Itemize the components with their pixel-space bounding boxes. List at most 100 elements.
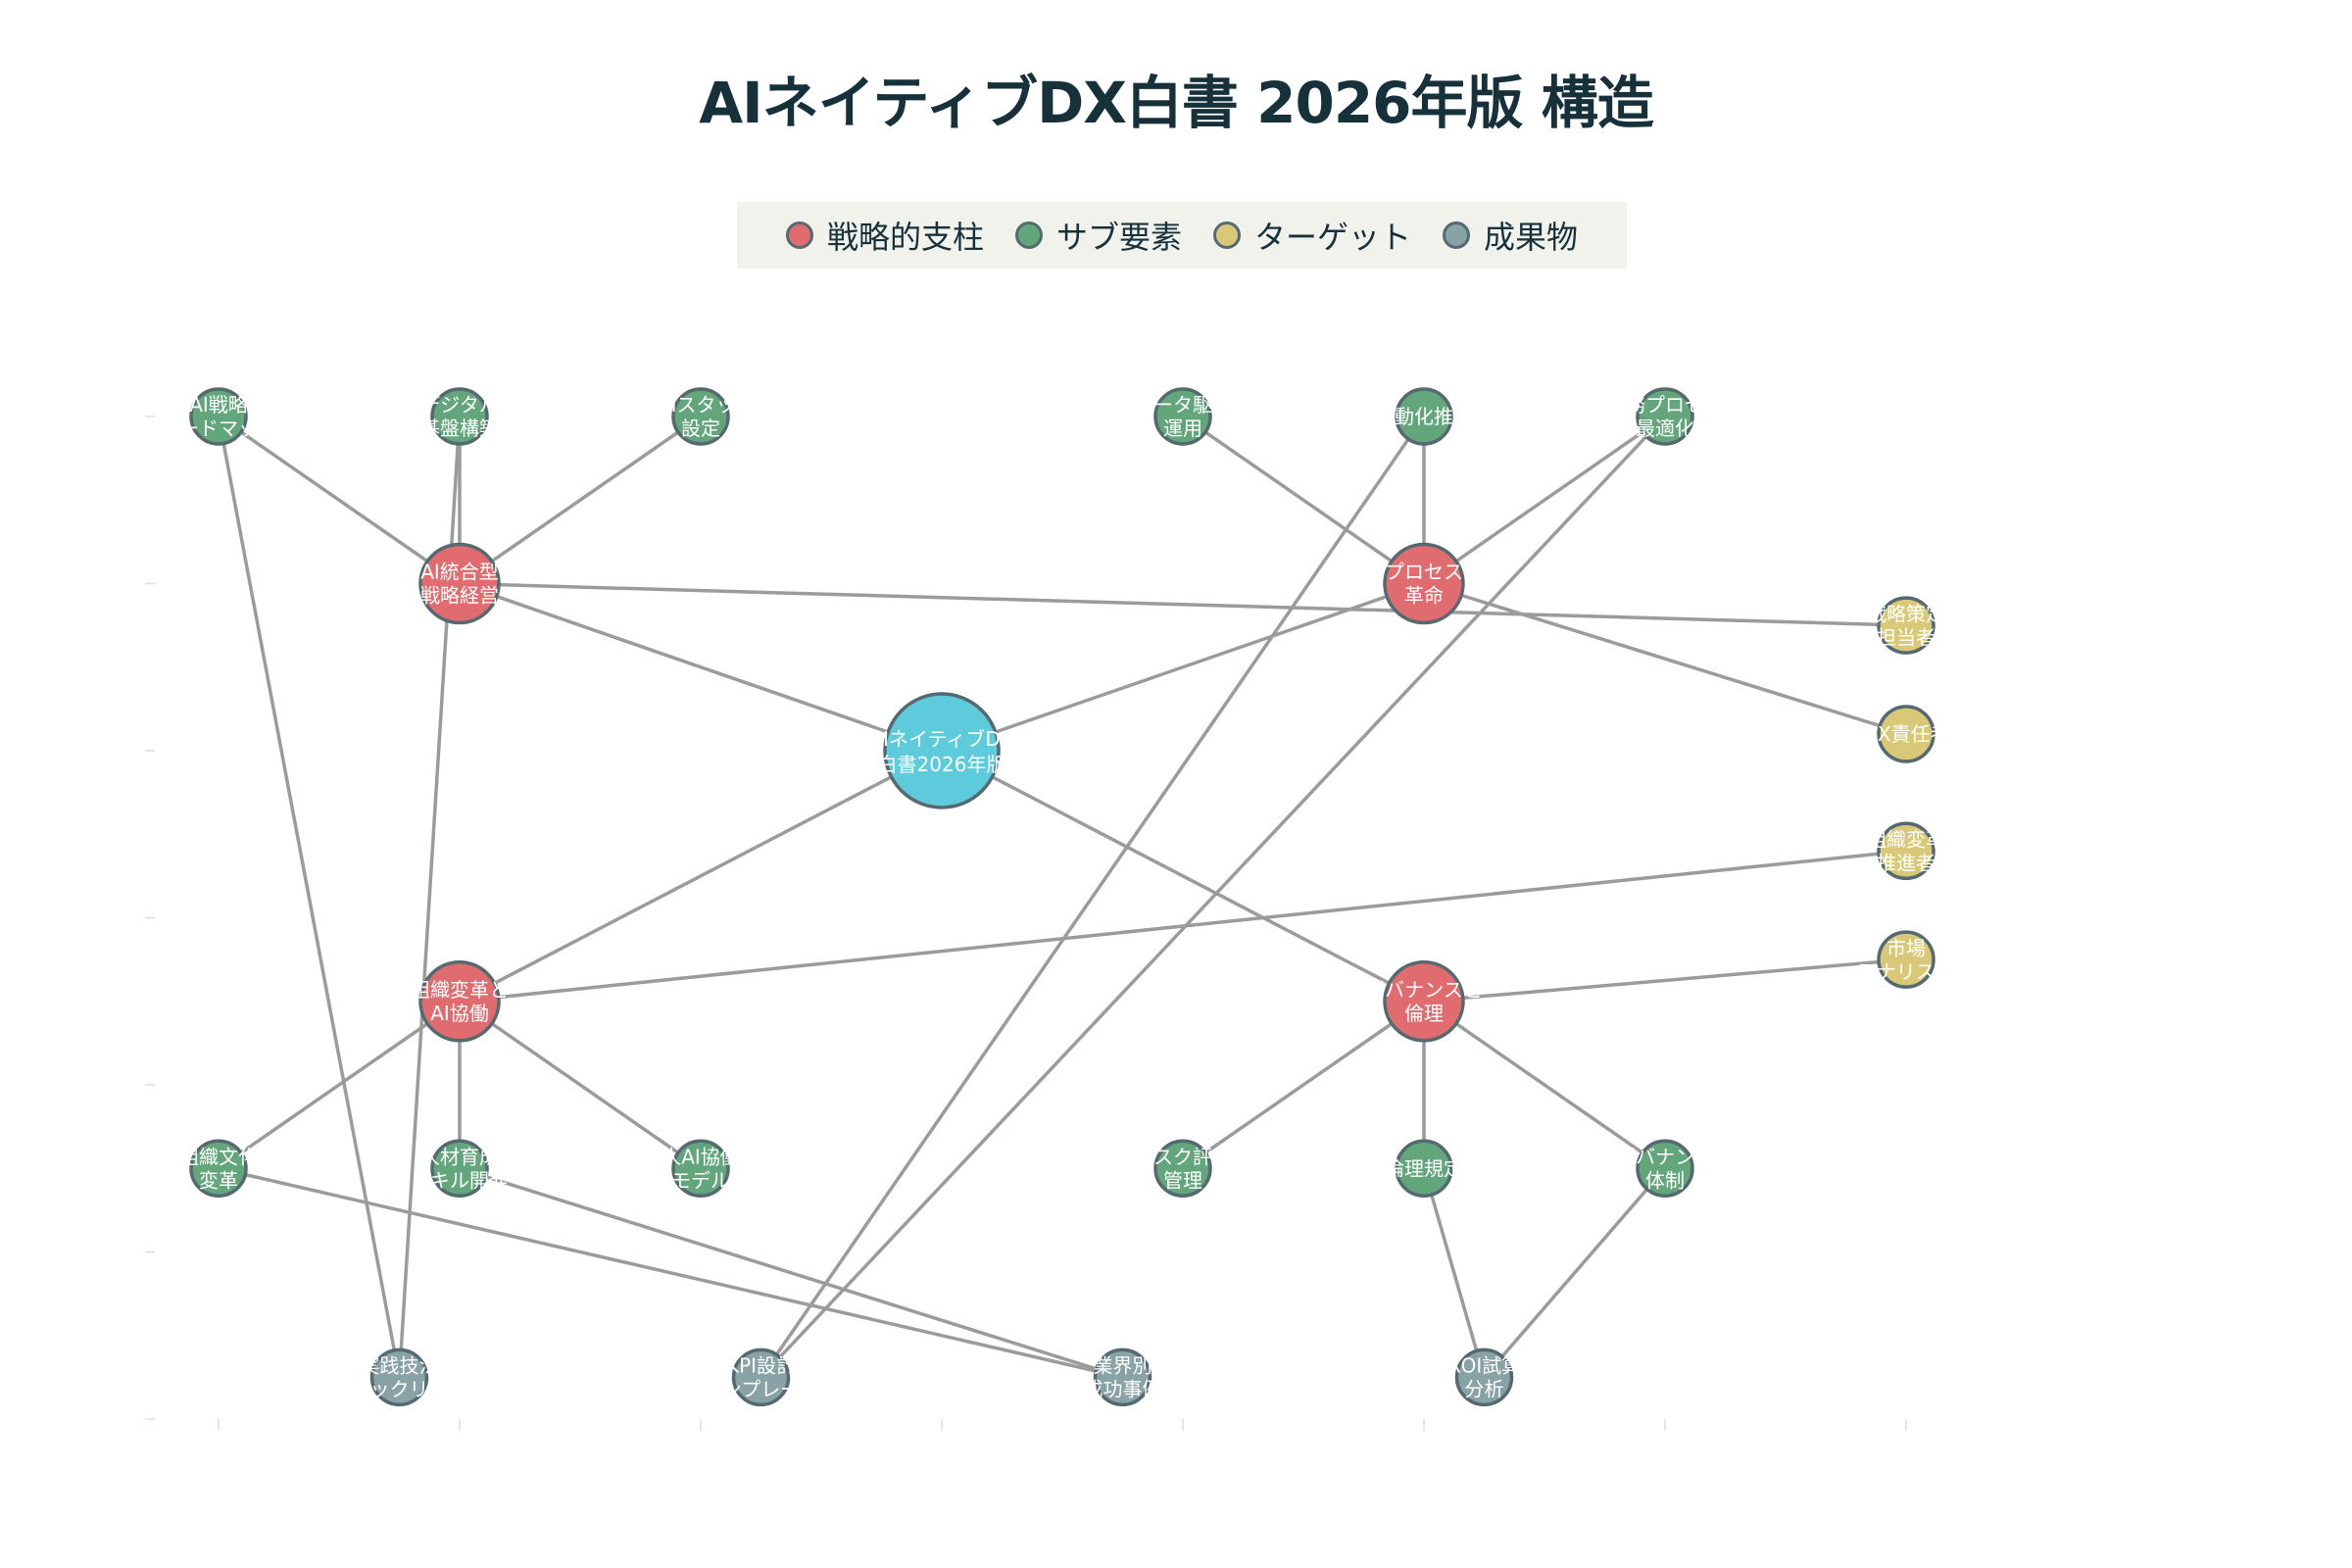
- node-label: 担当者: [1877, 625, 1936, 649]
- edge-p1-t1: [459, 581, 1907, 627]
- node-circle: [671, 387, 730, 446]
- node-label: 自動化推進: [1375, 405, 1473, 428]
- node-label: デジタル: [420, 393, 499, 416]
- node-label: リスク評価: [1134, 1145, 1232, 1168]
- legend-item-deliverable[interactable]: 成果物: [1443, 213, 1578, 258]
- legend-label: 戦略的支柱: [826, 219, 984, 256]
- node-label: 倫理規定: [1385, 1156, 1463, 1180]
- node-label: アナリスト: [1857, 959, 1955, 983]
- node-t2[interactable]: DX責任者: [1862, 705, 1950, 763]
- node-label: AI戦略: [189, 393, 248, 416]
- edge-p4-s10: [1182, 1000, 1425, 1170]
- node-circle: [1877, 930, 1936, 989]
- edge-s1-d1: [217, 416, 402, 1378]
- node-label: ロードマップ: [160, 416, 277, 440]
- edge-s11-d4: [1422, 1167, 1487, 1378]
- node-label: 変革: [199, 1168, 238, 1192]
- node-circle: [671, 1139, 730, 1198]
- node-circle: [1636, 1139, 1694, 1198]
- node-circle: [1877, 821, 1936, 881]
- legend-swatch-pillar: [785, 221, 813, 249]
- node-label: DX責任者: [1862, 722, 1949, 746]
- legend: 戦略的支柱 サブ要素 ターゲット 成果物: [737, 202, 1627, 269]
- edge-root-p1: [459, 581, 943, 753]
- edge-p3-s9: [459, 1000, 702, 1170]
- node-label: 市場: [1886, 936, 1926, 959]
- edge-root-p2: [941, 581, 1425, 753]
- node-label: 組織変革と: [411, 978, 509, 1002]
- node-label: 推進者: [1877, 852, 1936, 875]
- node-label: AIネイティブDX: [869, 727, 1013, 751]
- node-label: テンプレート: [703, 1378, 819, 1401]
- node-label: 基盤構築: [420, 416, 499, 440]
- edge-s6-d2: [760, 415, 1667, 1379]
- node-circle: [1877, 705, 1936, 763]
- node-label: 倫理: [1404, 1002, 1444, 1025]
- node-circle: [1383, 960, 1465, 1043]
- node-label: 実践技法: [361, 1354, 439, 1378]
- node-label: AI統合型: [420, 561, 499, 584]
- edge-s7-d3: [218, 1166, 1123, 1380]
- node-s11[interactable]: 倫理規定: [1385, 1139, 1463, 1198]
- node-label: 管理: [1163, 1168, 1202, 1192]
- node-label: 運用: [1163, 416, 1202, 440]
- edge-s12-d4: [1483, 1167, 1667, 1379]
- node-label: 白書2026年版: [878, 753, 1006, 776]
- node-circle: [883, 692, 1001, 809]
- edge-s1-p1: [218, 415, 461, 585]
- node-circle: [418, 960, 501, 1043]
- legend-item-target[interactable]: ターゲット: [1213, 213, 1411, 258]
- legend-label: ターゲット: [1254, 219, 1412, 256]
- node-circle: [1093, 1348, 1152, 1407]
- node-label: モデル: [671, 1168, 730, 1192]
- legend-item-pillar[interactable]: 戦略的支柱: [785, 213, 984, 258]
- edge-s8-d3: [459, 1166, 1124, 1380]
- node-label: 人材育成: [420, 1145, 499, 1168]
- node-label: 組織文化: [179, 1145, 258, 1168]
- edge-root-p3: [459, 749, 943, 1004]
- edge-p2-t2: [1423, 581, 1907, 736]
- node-circle: [1383, 542, 1465, 625]
- legend-item-sub[interactable]: サブ要素: [1014, 213, 1182, 258]
- node-circle: [430, 1139, 489, 1198]
- node-label: 業務プロセス: [1606, 393, 1724, 416]
- edge-p4-t4: [1423, 957, 1907, 1004]
- node-circle: [1636, 387, 1694, 446]
- node-label: ガバナンス: [1616, 1145, 1714, 1168]
- node-label: 人AI協働: [662, 1145, 740, 1168]
- legend-swatch-target: [1213, 221, 1241, 249]
- edge-s5-d2: [760, 416, 1426, 1379]
- legend-label: 成果物: [1484, 219, 1579, 256]
- diagram-title: AIネイティブDX白書 2026年版 構造: [699, 70, 1654, 136]
- node-label: プロセス: [1385, 561, 1463, 584]
- node-s5[interactable]: 自動化推進: [1375, 387, 1473, 446]
- edge-s3-p1: [459, 415, 702, 585]
- node-circle: [1153, 387, 1212, 446]
- edge-p4-s12: [1423, 1000, 1666, 1170]
- node-label: スキル開発: [411, 1168, 509, 1192]
